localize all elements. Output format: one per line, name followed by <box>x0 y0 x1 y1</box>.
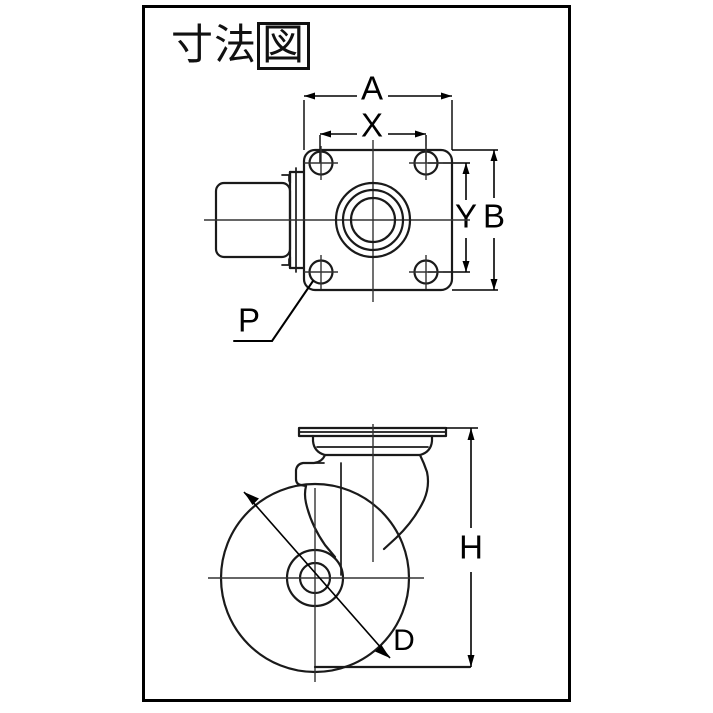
fork-left-shoulder <box>294 453 327 488</box>
dimension-a-arrow-right <box>441 92 452 100</box>
page-title-plain: 寸法 <box>171 20 258 69</box>
dimension-a-label: A <box>361 70 383 107</box>
dimension-h-arrow-top <box>467 428 475 440</box>
fork-right-leg <box>382 453 430 551</box>
dimension-a: A <box>303 70 453 150</box>
dimension-y-arrow-bottom <box>462 261 470 272</box>
top-plate-view: A X B <box>204 70 505 342</box>
dimension-b-arrow-top <box>490 150 498 161</box>
dimension-a-arrow-left <box>304 92 315 100</box>
dimension-d-arrow-upper <box>244 492 259 505</box>
dimension-x: X <box>319 107 427 163</box>
dimension-p-leader-diagonal <box>271 280 314 342</box>
dimension-x-arrow-right <box>415 130 426 138</box>
raceway-inner-circle <box>349 196 397 244</box>
raceway-outer-circle <box>334 181 412 259</box>
bolt-hole-top-right <box>409 146 443 180</box>
bolt-hole-bottom-right <box>409 255 443 289</box>
bolt-hole-bottom-left <box>304 255 338 289</box>
page-title: 寸法図 <box>171 20 311 70</box>
dimension-h-label: H <box>459 529 483 566</box>
page-title-boxed-char: 図 <box>257 22 311 70</box>
dimension-b: B <box>452 149 505 291</box>
left-notch-top <box>281 174 290 182</box>
raceway-middle-circle <box>341 188 405 252</box>
dimension-y-arrow-top <box>462 163 470 174</box>
dimension-p: P <box>233 280 314 342</box>
dimension-d: D <box>243 491 415 659</box>
mount-plate-slab <box>297 426 448 438</box>
dimension-h: H <box>446 427 483 667</box>
dimension-y-label: Y <box>455 198 477 235</box>
left-notch-bottom <box>281 258 290 266</box>
dimension-b-arrow-bottom <box>490 279 498 290</box>
drawing-frame-border <box>142 5 571 702</box>
fork-left-leg <box>303 484 337 559</box>
bolt-hole-top-left <box>304 146 338 180</box>
dimension-d-diagonal-line <box>243 491 391 659</box>
dimension-b-label: B <box>483 198 505 235</box>
dimension-d-label: D <box>393 624 415 657</box>
caster-side-view: D H <box>208 424 483 682</box>
dimension-p-label: P <box>238 302 260 339</box>
dimension-d-arrow-lower <box>375 645 390 658</box>
dimension-x-label: X <box>361 107 383 144</box>
dimension-h-arrow-bottom <box>467 655 475 667</box>
dimension-x-arrow-left <box>320 130 331 138</box>
